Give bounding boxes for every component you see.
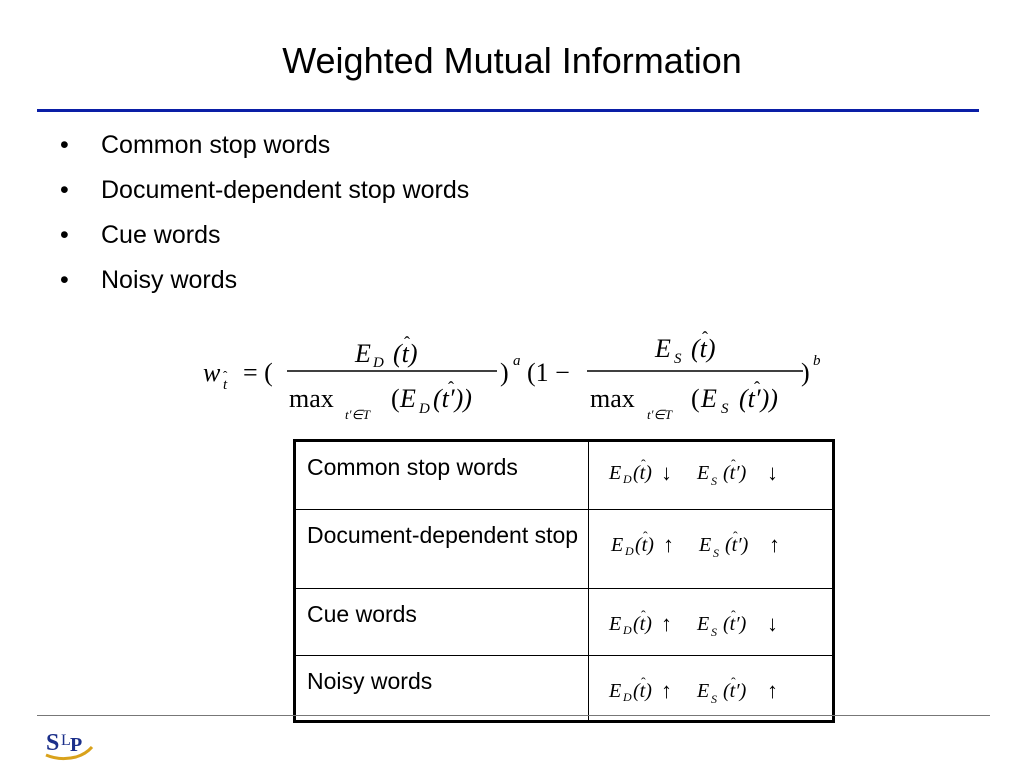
arrow-up-icon: ↑ — [661, 678, 672, 703]
expr-sub-S: S — [711, 474, 717, 488]
formula-den2-E: E — [700, 384, 717, 413]
formula-den2-hat: ˆ — [754, 378, 760, 398]
title-divider — [37, 109, 979, 112]
expr-sub-D: D — [622, 472, 632, 486]
row-label-cue-words: Cue words — [294, 588, 589, 656]
arrow-up-icon: ↑ — [767, 678, 778, 703]
formula-w-subscript-t: t — [223, 377, 228, 393]
formula-den1-under: t′∈T — [345, 407, 371, 422]
formula-exponent-a: a — [513, 353, 521, 369]
bullet-list: Common stop words Document-dependent sto… — [60, 128, 500, 308]
formula-num2-t: (t) — [691, 334, 716, 363]
formula-den1-E: E — [399, 384, 416, 413]
word-type-table: Common stop words E D (t) ˆ ↓ E S (t′) ˆ… — [293, 439, 835, 723]
formula-equals-open: = ( — [243, 358, 273, 387]
logo-letter-p: P — [70, 734, 82, 756]
formula-num1-E: E — [354, 339, 371, 368]
expr-tprime: (t′) — [725, 534, 749, 556]
expr-hat: ˆ — [641, 458, 646, 473]
row-expression: E D (t) ˆ ↑ E S (t′) ˆ ↑ — [588, 509, 834, 589]
formula-den1-sub-D: D — [418, 401, 430, 417]
formula-den2-open: ( — [691, 384, 700, 413]
expr-hat: ˆ — [731, 458, 736, 473]
expr-hat: ˆ — [731, 676, 736, 691]
formula-den2-sub-S: S — [721, 401, 729, 417]
expr-tprime: (t′) — [723, 462, 747, 484]
table-row: Noisy words E D (t) ˆ ↑ E S (t′) ˆ ↑ — [294, 655, 834, 722]
slide-title: Weighted Mutual Information — [282, 40, 742, 81]
expr-t: (t) — [633, 680, 652, 702]
expr-E: E — [696, 462, 709, 484]
expr-E: E — [698, 534, 711, 556]
expr-E: E — [608, 462, 621, 484]
formula-close-b: ) — [801, 358, 810, 387]
logo-swoosh — [45, 745, 94, 761]
arrow-down-icon: ↓ — [661, 460, 672, 485]
bullet-item-cue-words: Cue words — [60, 218, 500, 253]
expr-E: E — [608, 613, 621, 635]
formula-den1-max: max — [289, 384, 334, 413]
expr-hat: ˆ — [731, 609, 736, 624]
expr-hat: ˆ — [641, 609, 646, 624]
expr-sub-D: D — [624, 544, 634, 558]
expr-sub-S: S — [711, 625, 717, 639]
expr-E: E — [608, 680, 621, 702]
expr-tprime: (t′) — [723, 613, 747, 635]
formula-num2-hat: ˆ — [702, 328, 708, 348]
row-label-text: Document-dependent stop — [307, 522, 579, 548]
bullet-item-noisy-words: Noisy words — [60, 263, 500, 298]
formula-exponent-b: b — [813, 353, 821, 369]
formula-den2-max: max — [590, 384, 635, 413]
arrow-down-icon: ↓ — [767, 611, 778, 636]
expr-tprime: (t′) — [723, 680, 747, 702]
expr-E: E — [610, 534, 623, 556]
expr-sub-S: S — [713, 546, 719, 560]
formula-den1-hat: ˆ — [448, 378, 454, 398]
table-row: Document-dependent stop E D (t) ˆ ↑ E S … — [294, 509, 834, 589]
expr-t: (t) — [635, 534, 654, 556]
formula-num1-sub-D: D — [372, 355, 384, 371]
slp-logo: S L P — [42, 723, 94, 763]
expr-hat: ˆ — [733, 530, 738, 545]
formula-num1-hat: ˆ — [404, 333, 410, 353]
logo-letter-l: L — [61, 732, 71, 749]
row-label-noisy-words: Noisy words — [294, 655, 589, 722]
formula-num2-E: E — [654, 334, 671, 363]
logo-letter-s: S — [46, 730, 59, 756]
formula-den2-under: t′∈T — [647, 407, 673, 422]
formula-num2-sub-S: S — [674, 351, 682, 367]
table-row: Common stop words E D (t) ˆ ↓ E S (t′) ˆ… — [294, 440, 834, 510]
formula-den2-tprime: (t′)) — [739, 384, 778, 413]
expr-t: (t) — [633, 613, 652, 635]
expr-hat: ˆ — [641, 676, 646, 691]
row-expression: E D (t) ˆ ↑ E S (t′) ˆ ↓ — [588, 588, 834, 656]
expr-sub-D: D — [622, 690, 632, 704]
row-label-document-dependent-stop: Document-dependent stop — [294, 509, 589, 589]
table-row: Cue words E D (t) ˆ ↑ E S (t′) ˆ ↓ — [294, 588, 834, 656]
expr-E: E — [696, 613, 709, 635]
expr-E: E — [696, 680, 709, 702]
arrow-down-icon: ↓ — [767, 460, 778, 485]
arrow-up-icon: ↑ — [663, 532, 674, 557]
expr-t: (t) — [633, 462, 652, 484]
row-label-common-stop-words: Common stop words — [294, 440, 589, 510]
formula-close-a: ) — [500, 358, 509, 387]
row-expression: E D (t) ˆ ↓ E S (t′) ˆ ↓ — [588, 440, 834, 510]
expr-sub-D: D — [622, 623, 632, 637]
arrow-up-icon: ↑ — [661, 611, 672, 636]
footer-divider — [37, 715, 990, 716]
bullet-item-common-stop-words: Common stop words — [60, 128, 500, 163]
formula-w: w — [203, 358, 221, 387]
formula-num1-t: (t) — [393, 339, 418, 368]
arrow-up-icon: ↑ — [769, 532, 780, 557]
expr-hat: ˆ — [643, 530, 648, 545]
expr-sub-S: S — [711, 692, 717, 706]
bullet-item-document-dependent-stop-words: Document-dependent stop words — [60, 173, 500, 208]
formula-w-subscript-hat: ˆ — [223, 368, 228, 383]
weight-formula: w t ˆ = ( E D (t) ˆ max t′∈T ( E D (t′))… — [195, 327, 835, 427]
formula-one-minus: (1 − — [527, 358, 570, 387]
row-expression: E D (t) ˆ ↑ E S (t′) ˆ ↑ — [588, 655, 834, 722]
formula-den1-open: ( — [391, 384, 400, 413]
formula-den1-tprime: (t′)) — [433, 384, 472, 413]
